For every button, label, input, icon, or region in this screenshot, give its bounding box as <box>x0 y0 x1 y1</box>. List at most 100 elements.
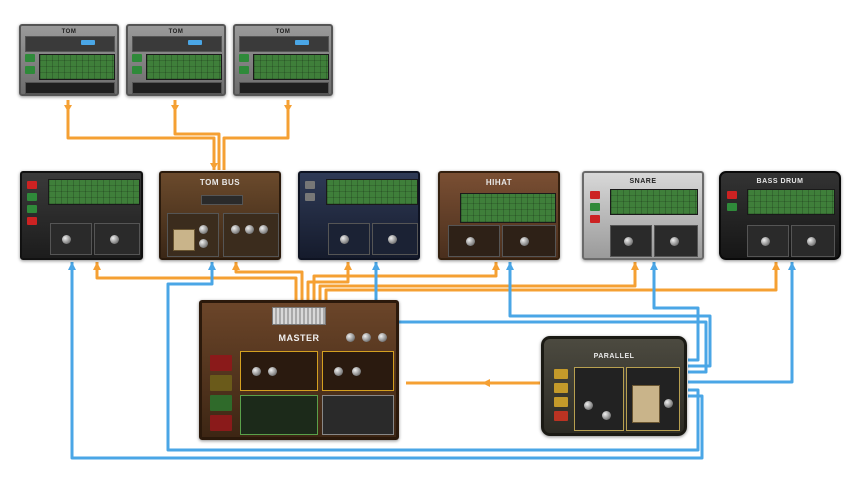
blue-indicator <box>188 40 202 45</box>
side-button[interactable] <box>27 217 37 225</box>
knob[interactable] <box>362 333 371 342</box>
wire-tom1-to-tombus <box>66 100 216 170</box>
side-button[interactable] <box>554 383 568 393</box>
arrow-fx1-in <box>93 262 101 270</box>
tom-module-2[interactable]: TOM <box>126 24 226 96</box>
side-button[interactable] <box>25 66 35 74</box>
control-strip <box>132 36 222 52</box>
display-screen <box>48 179 140 205</box>
wire-hihat-blue <box>508 262 712 368</box>
wire-tom2-to-tombus <box>173 100 221 170</box>
wire-master-to-snare <box>318 262 637 300</box>
side-button[interactable] <box>305 181 315 189</box>
knob[interactable] <box>352 367 361 376</box>
eq-panel <box>240 395 318 435</box>
display-screen <box>39 54 115 80</box>
knob[interactable] <box>466 237 475 246</box>
knob[interactable] <box>602 411 611 420</box>
side-button[interactable] <box>210 375 232 391</box>
knob[interactable] <box>670 237 679 246</box>
knob[interactable] <box>334 367 343 376</box>
speaker-grill <box>272 307 326 325</box>
module-title: HIHAT <box>485 178 513 187</box>
arrow-tom1-out <box>64 105 72 112</box>
knob[interactable] <box>259 225 268 234</box>
knob[interactable] <box>231 225 240 234</box>
knob[interactable] <box>199 225 208 234</box>
side-button[interactable] <box>590 191 600 199</box>
display-screen <box>747 189 835 215</box>
dynamics-panel <box>50 223 92 255</box>
knob[interactable] <box>807 237 816 246</box>
xy-pad[interactable] <box>632 385 660 423</box>
display-screen <box>460 193 556 223</box>
side-button[interactable] <box>727 191 737 199</box>
bottom-strip <box>25 82 115 94</box>
knob[interactable] <box>520 237 529 246</box>
module-title: PARALLEL <box>593 353 635 360</box>
side-button[interactable] <box>590 215 600 223</box>
knob[interactable] <box>62 235 71 244</box>
knob[interactable] <box>110 235 119 244</box>
display-screen <box>146 54 222 80</box>
side-button[interactable] <box>239 54 249 62</box>
hihat-module[interactable]: HIHAT <box>438 171 560 260</box>
knob[interactable] <box>340 235 349 244</box>
wire-tom3-to-tombus <box>222 100 290 170</box>
master-module[interactable]: MASTER <box>199 300 399 440</box>
tom-module-3[interactable]: TOM <box>233 24 333 96</box>
parallel-module[interactable]: PARALLEL <box>541 336 687 436</box>
bassdrum-module[interactable]: BASS DRUM <box>719 171 841 260</box>
side-button[interactable] <box>210 355 232 371</box>
side-button[interactable] <box>132 54 142 62</box>
display-screen <box>326 179 418 205</box>
display-strip <box>201 195 243 205</box>
side-button[interactable] <box>554 369 568 379</box>
xy-pad[interactable] <box>173 229 195 251</box>
arrow-tombus-in <box>210 163 218 170</box>
knob[interactable] <box>268 367 277 376</box>
knob[interactable] <box>245 225 254 234</box>
side-button[interactable] <box>239 66 249 74</box>
module-title: BASS DRUM <box>756 178 804 185</box>
side-button[interactable] <box>27 205 37 213</box>
module-title: TOM <box>61 29 77 35</box>
knob[interactable] <box>761 237 770 246</box>
side-button[interactable] <box>25 54 35 62</box>
side-button[interactable] <box>132 66 142 74</box>
tom-module-1[interactable]: TOM <box>19 24 119 96</box>
knob[interactable] <box>664 399 673 408</box>
knob[interactable] <box>584 401 593 410</box>
wire-master-to-fx1 <box>95 262 298 300</box>
knob[interactable] <box>252 367 261 376</box>
wire-master-to-bassdrum <box>324 262 778 300</box>
knob[interactable] <box>624 237 633 246</box>
side-button[interactable] <box>554 397 568 407</box>
blue-indicator <box>295 40 309 45</box>
module-title: TOM BUS <box>199 178 241 187</box>
wire-snare-blue <box>652 262 700 362</box>
tombus-module[interactable]: TOM BUS <box>159 171 281 260</box>
knob[interactable] <box>346 333 355 342</box>
knob[interactable] <box>388 235 397 244</box>
side-button[interactable] <box>554 411 568 421</box>
wire-master-to-fx3 <box>306 262 350 300</box>
fx-module-3[interactable] <box>298 171 420 260</box>
arrow-snare-in <box>631 262 639 270</box>
knob[interactable] <box>199 239 208 248</box>
side-button[interactable] <box>727 203 737 211</box>
knob[interactable] <box>378 333 387 342</box>
arrow-master-in <box>482 379 490 387</box>
side-button[interactable] <box>210 395 232 411</box>
side-button[interactable] <box>590 203 600 211</box>
wire-tombus-blue <box>166 262 700 452</box>
side-button[interactable] <box>210 415 232 431</box>
side-button[interactable] <box>27 181 37 189</box>
side-button[interactable] <box>27 193 37 201</box>
side-button[interactable] <box>305 193 315 201</box>
bottom-strip <box>132 82 222 94</box>
snare-module[interactable]: SNARE <box>582 171 704 260</box>
dynamics-panel <box>328 223 370 255</box>
fx-module-1[interactable] <box>20 171 143 260</box>
reverb-panel <box>322 395 394 435</box>
